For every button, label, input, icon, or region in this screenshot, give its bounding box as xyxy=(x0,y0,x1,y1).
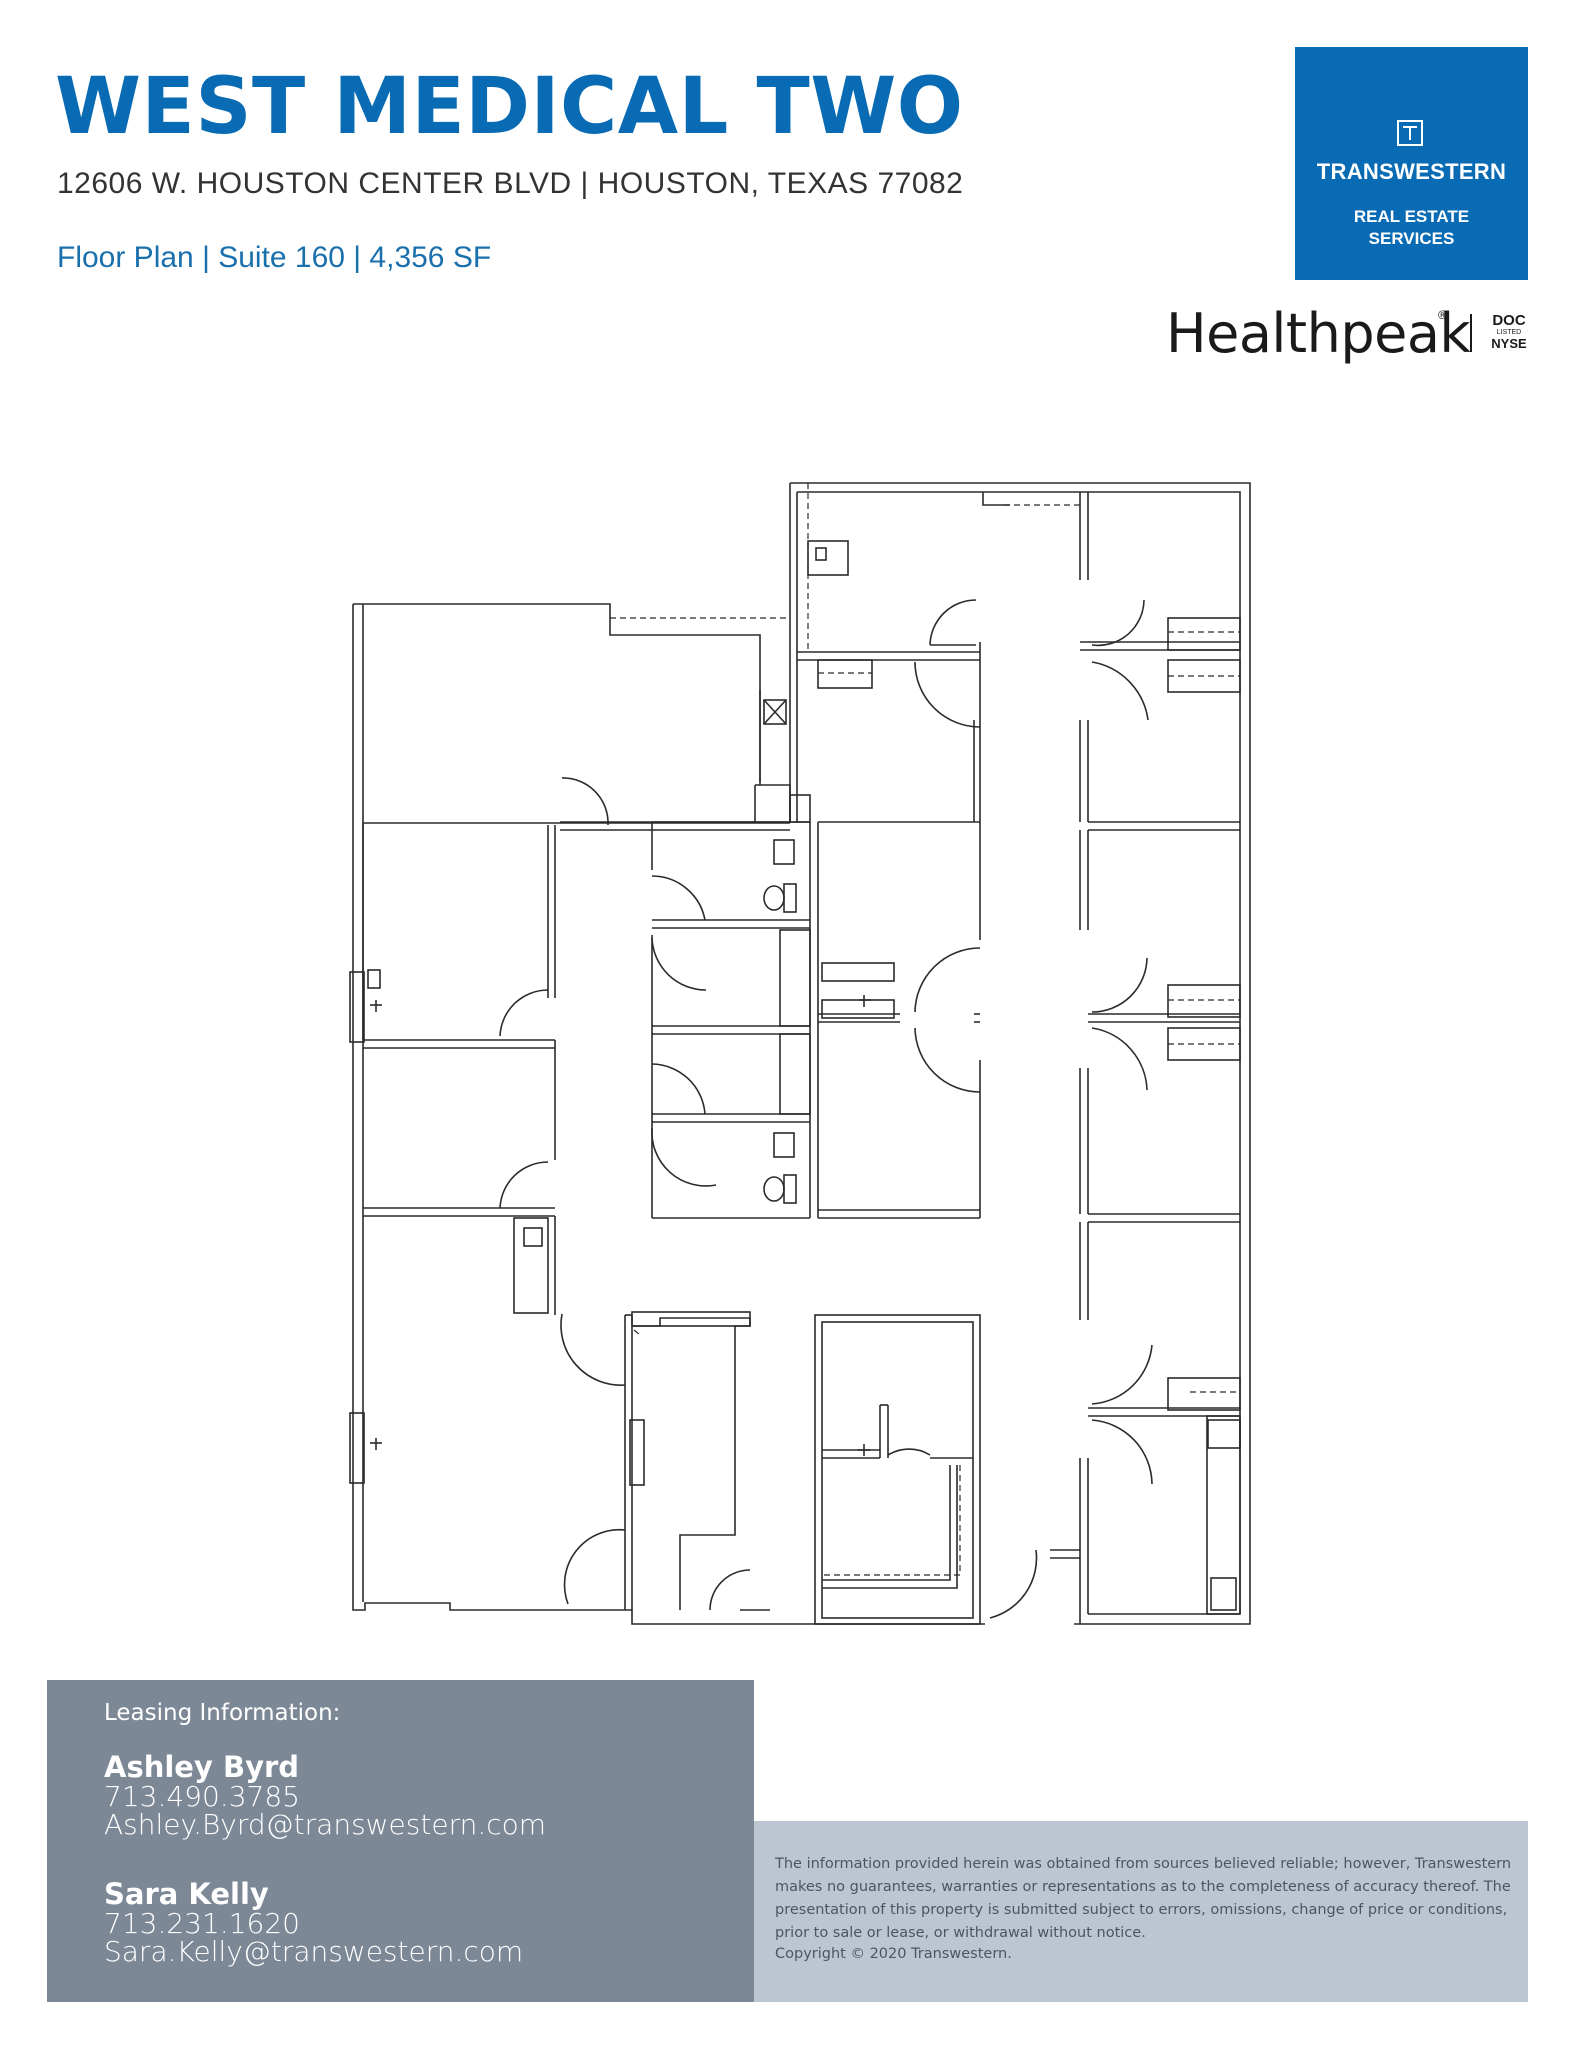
fixtures xyxy=(367,540,1241,1611)
agent-phone: 713.231.1620 xyxy=(104,1907,300,1940)
agent-phone: 713.490.3785 xyxy=(104,1780,300,1813)
property-address: 12606 W. HOUSTON CENTER BLVD | HOUSTON, … xyxy=(57,167,964,200)
door-swings xyxy=(499,599,1153,1619)
ticker-symbol: DOC xyxy=(1492,312,1526,329)
transwestern-logo: TRANSWESTERN REAL ESTATE SERVICES xyxy=(1295,47,1528,280)
healthpeak-name: Healthpeak xyxy=(1166,302,1471,365)
floor-plan-subtitle: Floor Plan | Suite 160 | 4,356 SF xyxy=(57,241,492,274)
transwestern-tagline-1: REAL ESTATE xyxy=(1353,207,1470,226)
agent-email[interactable]: Sara.Kelly@transwestern.com xyxy=(104,1935,524,1968)
disclaimer-panel: The information provided herein was obta… xyxy=(754,1821,1528,2002)
interior-walls xyxy=(362,491,1241,1625)
transwestern-name: TRANSWESTERN xyxy=(1316,159,1507,184)
logo-divider xyxy=(1470,314,1472,352)
page-title: WEST MEDICAL TWO xyxy=(55,62,964,152)
leasing-info-panel: Leasing Information: Ashley Byrd 713.490… xyxy=(47,1680,754,2002)
agent-name: Ashley Byrd xyxy=(104,1750,300,1784)
transwestern-mark-icon xyxy=(1397,120,1423,146)
copyright-text: Copyright © 2020 Transwestern. xyxy=(775,1946,1012,1962)
agent-name: Sara Kelly xyxy=(104,1877,269,1911)
exterior-walls xyxy=(349,482,1251,1625)
ticker-exchange: NYSE xyxy=(1491,336,1527,351)
leasing-heading: Leasing Information: xyxy=(104,1700,341,1726)
disclaimer-text: The information provided herein was obta… xyxy=(775,1856,1512,1941)
transwestern-tagline-2: SERVICES xyxy=(1368,229,1455,248)
ticker-listed: LISTED xyxy=(1496,329,1522,336)
stock-ticker: DOC LISTED NYSE xyxy=(1488,313,1530,350)
healthpeak-registered-mark: ® xyxy=(1438,308,1447,322)
agent-email[interactable]: Ashley.Byrd@transwestern.com xyxy=(104,1808,547,1841)
hidden-lines xyxy=(610,483,1240,1576)
